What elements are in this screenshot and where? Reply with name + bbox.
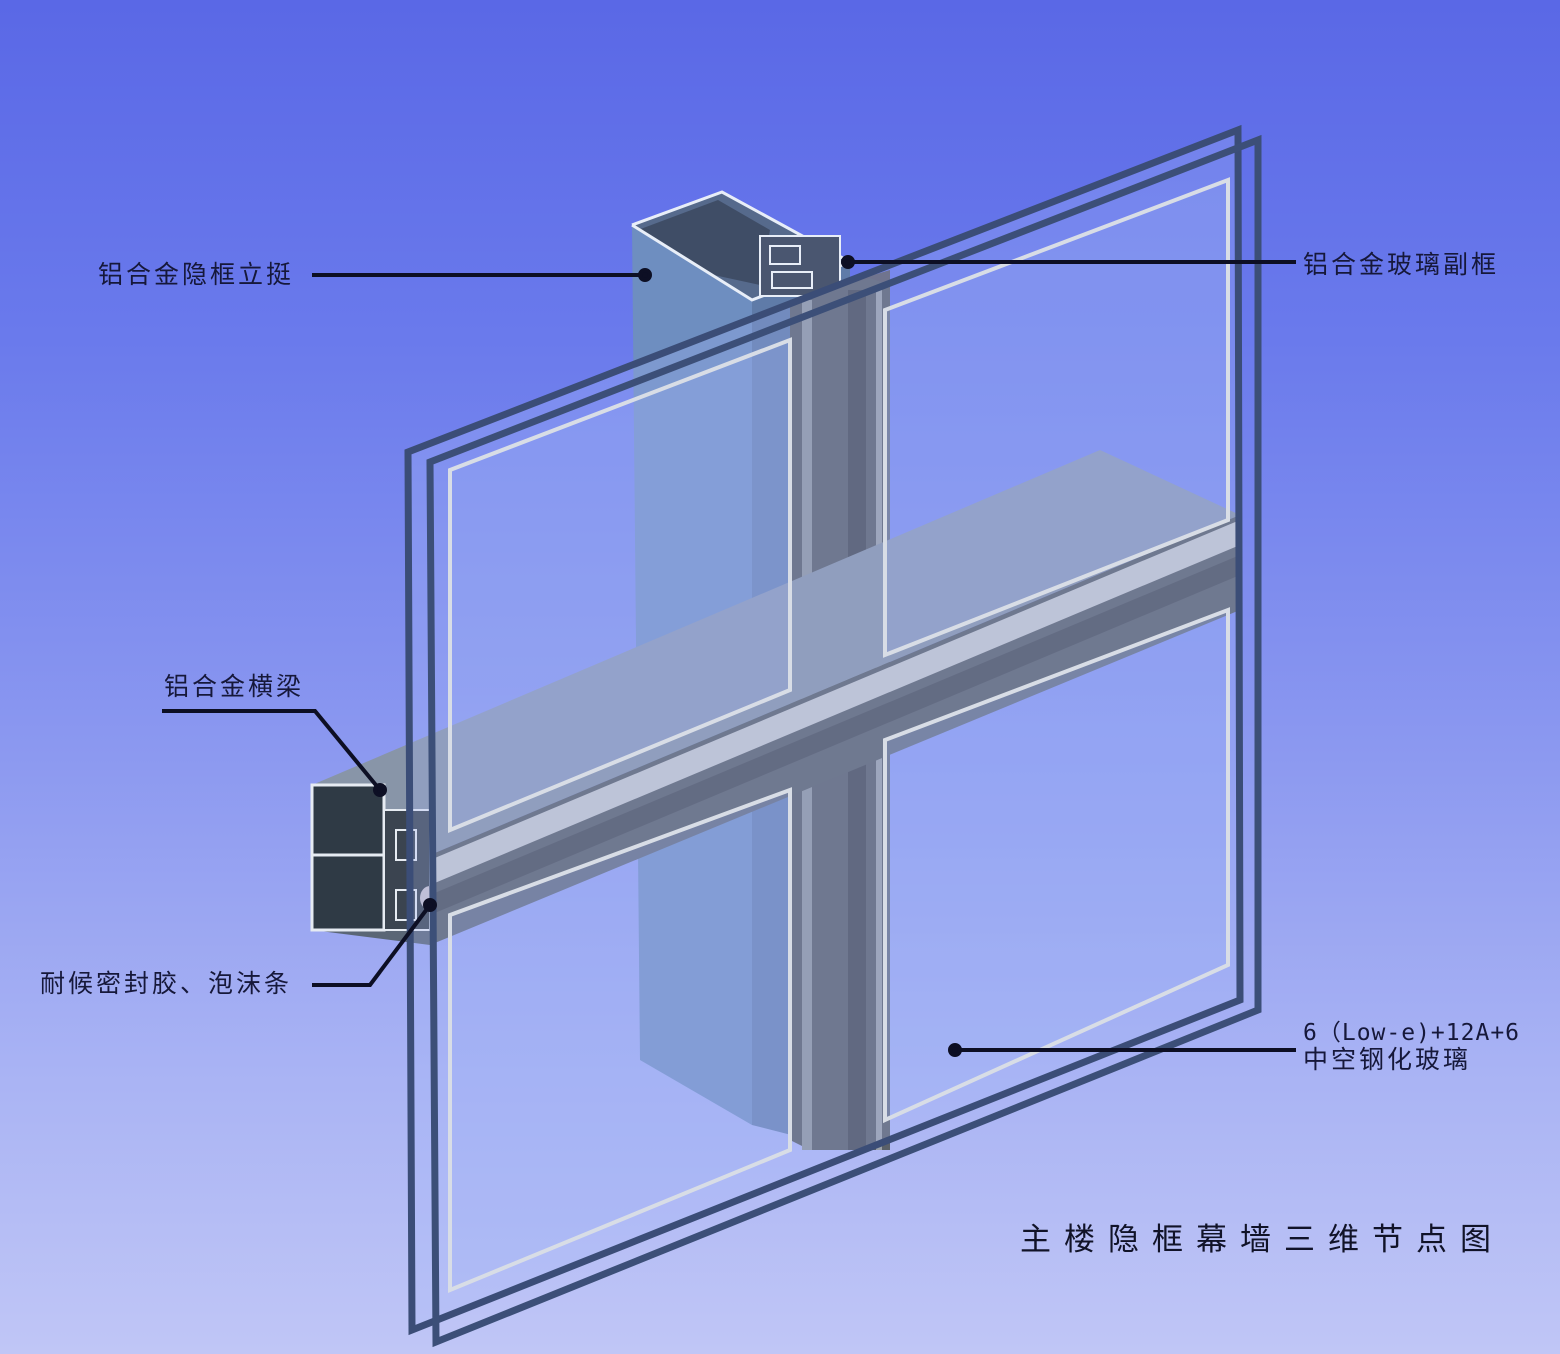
leader-glass (948, 1043, 1296, 1057)
insulated-glass-panel (404, 124, 1262, 1348)
callout-glass-type-label: 中空钢化玻璃 (1303, 1045, 1472, 1074)
callout-transom-label: 铝合金横梁 (164, 672, 305, 701)
leader-sealant (312, 898, 437, 987)
callout-mullion-label: 铝合金隐框立挺 (98, 260, 295, 289)
callout-sealant-label: 耐候密封胶、泡沫条 (40, 969, 293, 998)
leader-mullion (312, 268, 652, 282)
leader-transom (162, 709, 387, 797)
leader-glass-subframe (841, 255, 1296, 269)
diagram-title: 主楼隐框幕墙三维节点图 (1020, 1222, 1504, 1258)
aluminium-transom (310, 450, 1240, 945)
callout-glass-subframe-label: 铝合金玻璃副框 (1303, 250, 1500, 279)
callout-leaders (162, 255, 1296, 1057)
callout-glass-spec-label: 6（Low-e)+12A+6 (1303, 1020, 1521, 1046)
